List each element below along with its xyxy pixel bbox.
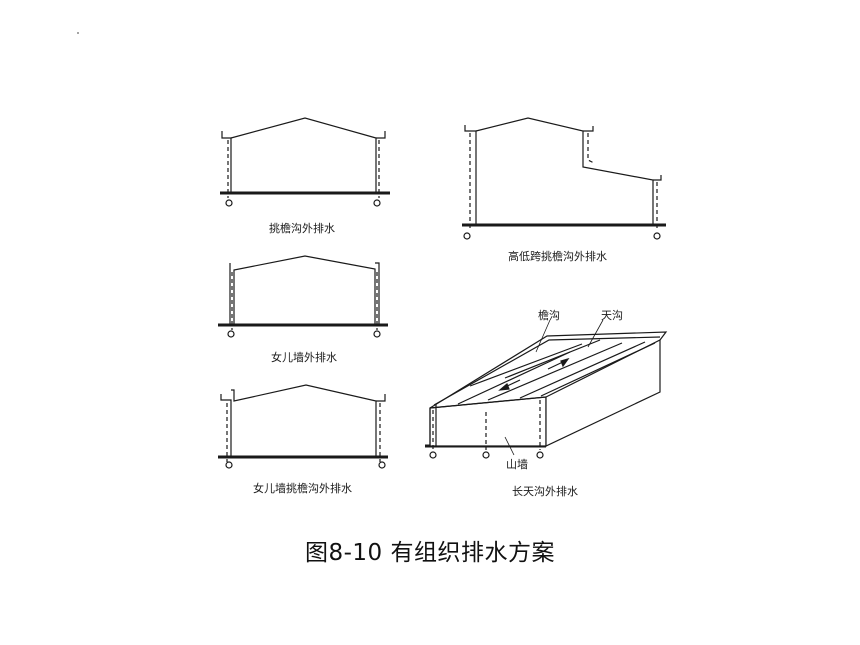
left-outlet bbox=[429, 451, 437, 459]
diagram-high-low-span bbox=[462, 117, 666, 240]
diagram-parapet-eave bbox=[218, 384, 388, 469]
stray-dot bbox=[77, 32, 79, 34]
flow-arrow-2-head bbox=[560, 357, 570, 368]
right-outlet bbox=[378, 461, 386, 469]
left-outlet bbox=[463, 232, 471, 240]
right-outlet bbox=[373, 199, 381, 207]
gable-wall bbox=[429, 396, 547, 447]
left-wall bbox=[221, 131, 232, 193]
label-high-low-span-drainage: 高低跨挑檐沟外排水 bbox=[508, 250, 607, 263]
leader-gable-wall bbox=[504, 436, 515, 456]
mid-outlet bbox=[482, 451, 490, 459]
callout-gable-wall: 山墙 bbox=[506, 458, 528, 471]
right-outlet bbox=[653, 232, 661, 240]
left-outlet bbox=[227, 330, 235, 338]
label-parapet-eave-drainage: 女儿墙挑檐沟外排水 bbox=[253, 482, 352, 495]
right-parapet bbox=[375, 262, 380, 325]
diagram-long-gutter bbox=[425, 319, 668, 459]
gutter-inner-left bbox=[433, 336, 661, 406]
label-parapet-drainage: 女儿墙外排水 bbox=[271, 351, 337, 364]
label-eave-gutter-drainage: 挑檐沟外排水 bbox=[269, 222, 335, 235]
flow-arrow-1-head bbox=[498, 382, 510, 391]
roof-ridge-2 bbox=[487, 342, 623, 401]
roof bbox=[230, 117, 377, 193]
callout-eave-gutter: 檐沟 bbox=[538, 309, 560, 322]
lower-gutter bbox=[653, 175, 662, 181]
upper-gutter bbox=[583, 126, 594, 132]
diagram-parapet bbox=[218, 255, 388, 338]
upper-downpipe bbox=[587, 133, 595, 164]
right-gutter bbox=[376, 394, 386, 402]
roof-valley-1 bbox=[469, 343, 583, 387]
leader-eave-gutter bbox=[535, 319, 551, 353]
leader-roof-gutter bbox=[587, 319, 604, 348]
left-outlet bbox=[225, 461, 233, 469]
callout-roof-gutter: 天沟 bbox=[601, 309, 623, 322]
roof bbox=[231, 384, 377, 457]
roof-back-edge bbox=[429, 331, 668, 409]
roof-ridge-3 bbox=[519, 341, 646, 399]
left-outlet bbox=[225, 199, 233, 207]
left-wall bbox=[220, 394, 232, 457]
diagram-eave-gutter bbox=[220, 117, 390, 207]
label-long-gutter-drainage: 长天沟外排水 bbox=[512, 485, 578, 498]
figure-caption: 图8-10 有组织排水方案 bbox=[304, 540, 555, 566]
gutter-inner-right bbox=[540, 342, 656, 397]
roof-ridge-1 bbox=[457, 351, 571, 405]
roof-valley-2 bbox=[504, 339, 601, 379]
right-outlet bbox=[373, 330, 381, 338]
right-gutter bbox=[376, 131, 386, 139]
left-wall bbox=[464, 125, 477, 225]
roof bbox=[475, 117, 654, 225]
roof-front-edge bbox=[429, 396, 547, 409]
right-outlet bbox=[536, 451, 544, 459]
roof bbox=[233, 255, 376, 325]
side-wall bbox=[545, 339, 661, 447]
